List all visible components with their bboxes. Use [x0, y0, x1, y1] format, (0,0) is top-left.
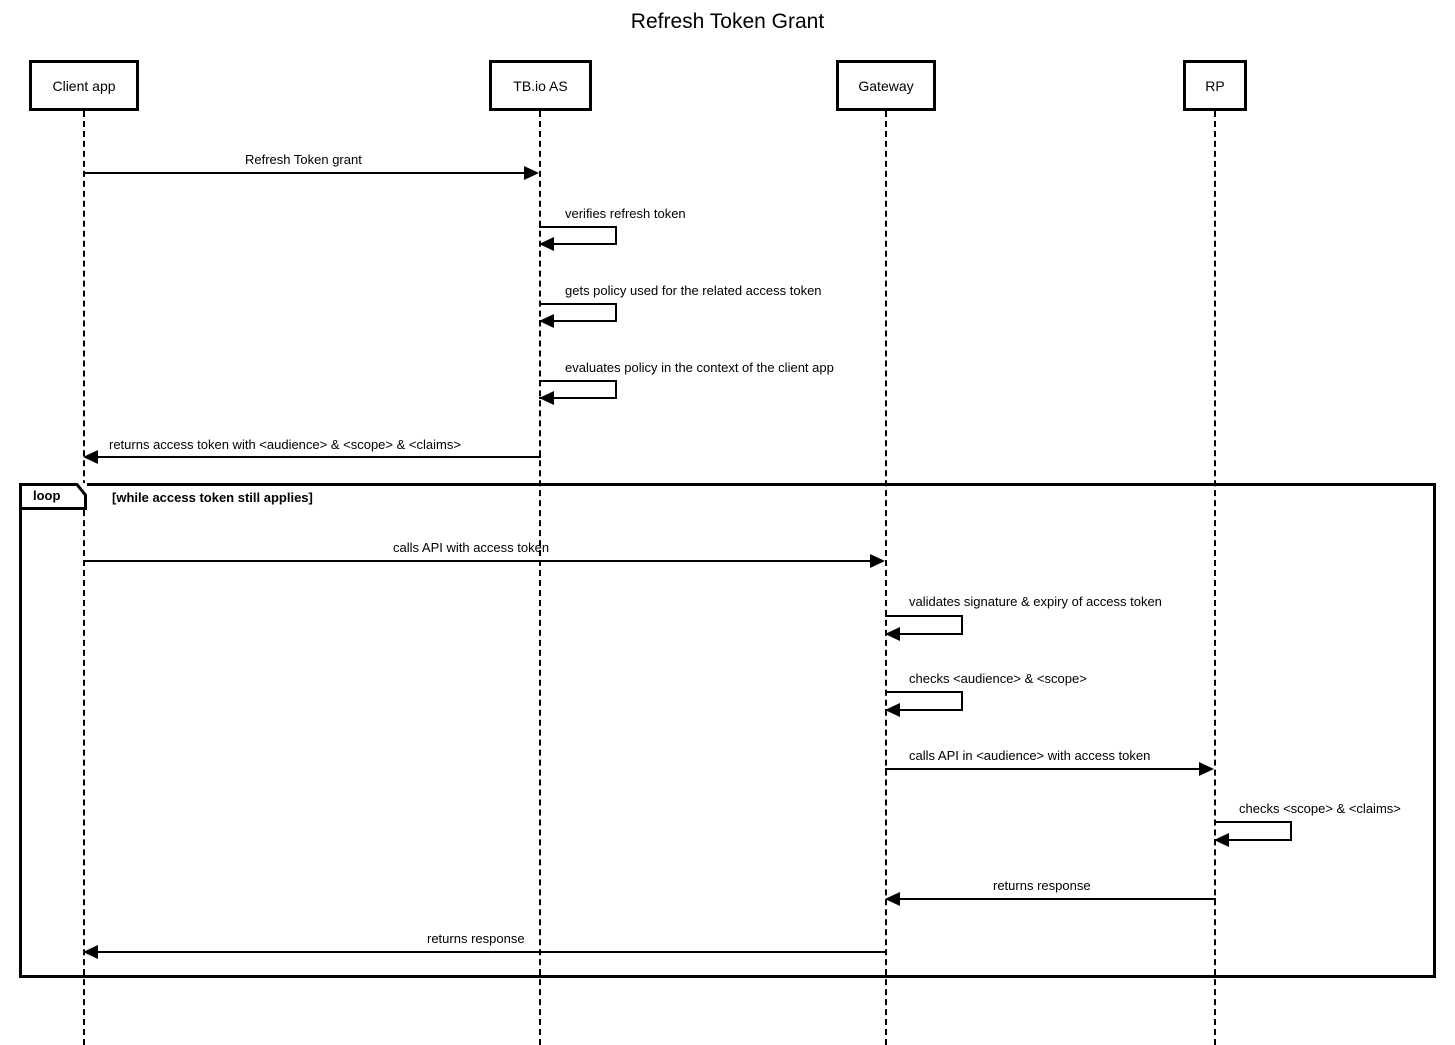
self-message-checks-scope-claims — [1214, 821, 1292, 841]
lifeline-tbio-as — [539, 111, 541, 1045]
self-message-validates-signature — [885, 615, 963, 635]
self-message-checks-audience-scope — [885, 691, 963, 711]
arrowhead-left-returns-access-token — [83, 450, 98, 464]
participant-label-client-app: Client app — [52, 77, 116, 94]
message-label-calls-api-in-audience: calls API in <audience> with access toke… — [909, 748, 1151, 763]
loop-operator-label: loop — [33, 488, 61, 503]
lifeline-client-app — [83, 111, 85, 1045]
arrowhead-left-returns-response-gateway — [83, 945, 98, 959]
page-title: Refresh Token Grant — [630, 10, 825, 33]
arrowhead-right-calls-api-with-access-token — [870, 554, 885, 568]
message-arrow-calls-api-in-audience — [885, 768, 1199, 770]
message-label-validates-signature: validates signature & expiry of access t… — [909, 594, 1162, 609]
loop-fragment-box — [19, 483, 1436, 978]
message-label-refresh-token-grant: Refresh Token grant — [245, 152, 362, 167]
self-message-evaluates-policy — [539, 380, 617, 399]
message-arrow-returns-response-rp — [900, 898, 1216, 900]
arrowhead-left-verifies-refresh-token — [539, 237, 554, 251]
loop-tab-shape — [19, 483, 87, 510]
self-message-gets-policy — [539, 303, 617, 322]
message-label-verifies-refresh-token: verifies refresh token — [565, 206, 686, 221]
participant-label-rp: RP — [1205, 77, 1225, 94]
message-label-returns-response-gateway: returns response — [427, 931, 525, 946]
message-arrow-refresh-token-grant — [83, 172, 524, 174]
arrowhead-left-checks-audience-scope — [885, 703, 900, 717]
message-label-gets-policy: gets policy used for the related access … — [565, 283, 822, 298]
participant-label-gateway: Gateway — [858, 77, 914, 94]
message-label-calls-api-with-access-token: calls API with access token — [393, 540, 550, 555]
message-arrow-returns-access-token — [98, 456, 541, 458]
arrowhead-right-refresh-token-grant — [524, 166, 539, 180]
arrowhead-left-returns-response-rp — [885, 892, 900, 906]
message-label-checks-scope-claims: checks <scope> & <claims> — [1239, 801, 1401, 816]
message-label-returns-response-rp: returns response — [993, 878, 1091, 893]
arrowhead-right-calls-api-in-audience — [1199, 762, 1214, 776]
participant-rp[interactable]: RP — [1183, 60, 1247, 111]
arrowhead-left-checks-scope-claims — [1214, 833, 1229, 847]
message-arrow-returns-response-gateway — [98, 951, 887, 953]
self-message-verifies-refresh-token — [539, 226, 617, 245]
participant-label-tbio-as: TB.io AS — [513, 77, 568, 94]
message-arrow-calls-api-with-access-token — [83, 560, 870, 562]
lifeline-rp — [1214, 111, 1216, 1045]
participant-client-app[interactable]: Client app — [29, 60, 139, 111]
arrowhead-left-evaluates-policy — [539, 391, 554, 405]
arrowhead-left-gets-policy — [539, 314, 554, 328]
arrowhead-left-validates-signature — [885, 627, 900, 641]
message-label-returns-access-token: returns access token with <audience> & <… — [109, 437, 461, 452]
participant-tbio-as[interactable]: TB.io AS — [489, 60, 592, 111]
participant-gateway[interactable]: Gateway — [836, 60, 936, 111]
message-label-evaluates-policy: evaluates policy in the context of the c… — [565, 360, 834, 375]
loop-fragment-tab — [19, 483, 87, 510]
message-label-checks-audience-scope: checks <audience> & <scope> — [909, 671, 1087, 686]
lifeline-gateway — [885, 111, 887, 1045]
loop-condition-label: [while access token still applies] — [112, 490, 313, 505]
